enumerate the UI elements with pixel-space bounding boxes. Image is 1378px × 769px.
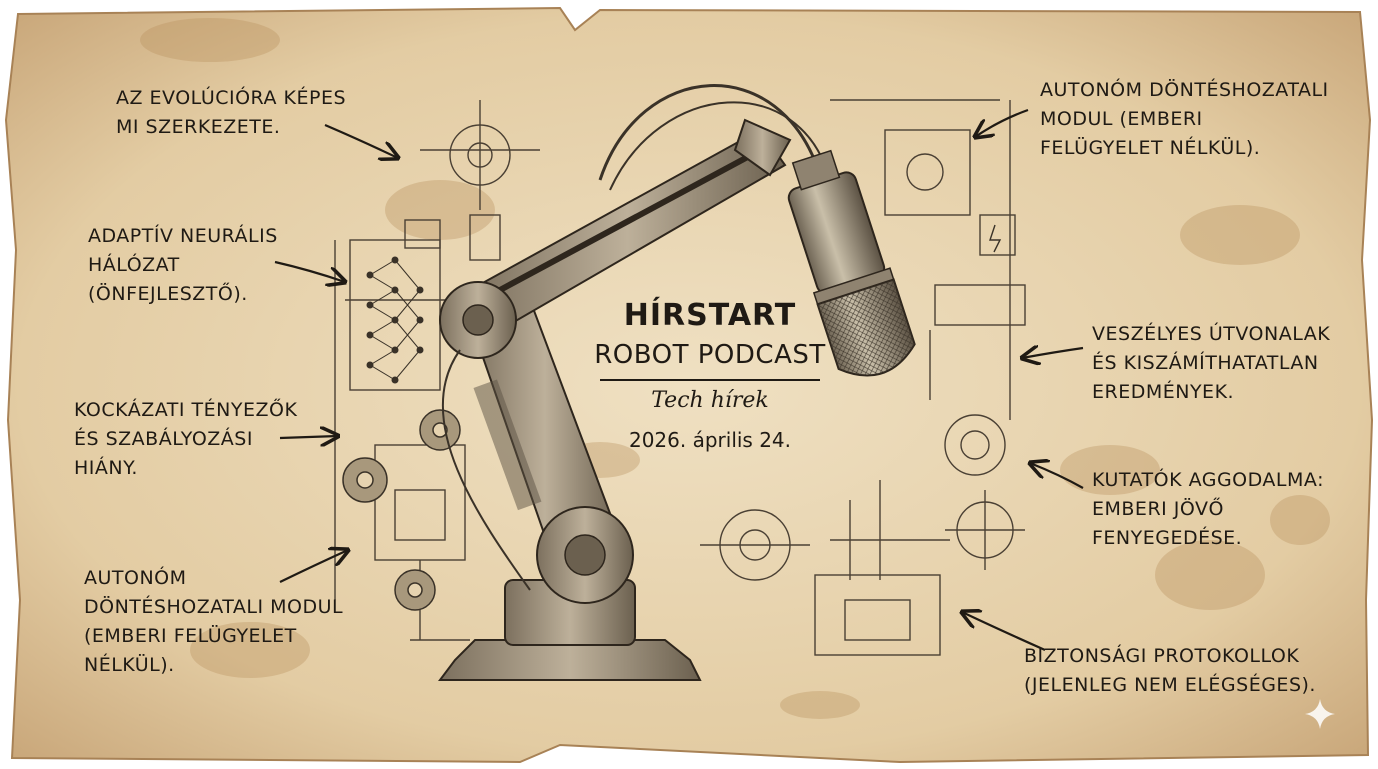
- annotation-neural-network: ADAPTÍV NEURÁLIS HÁLÓZAT (ÖNFEJLESZTŐ).: [88, 225, 278, 305]
- annotation-safety: BIZTONSÁGI PROTOKOLLOK (JELENLEG NEM ELÉ…: [1024, 645, 1316, 696]
- callout-arrows: [274, 108, 1084, 652]
- neural-network-icon: [366, 256, 424, 384]
- annotation-researchers: KUTATÓK AGGODALMA: EMBERI JÖVŐ FENYEGEDÉ…: [1092, 469, 1324, 549]
- podcast-date: 2026. április 24.: [628, 428, 792, 452]
- podcast-subtitle: ROBOT PODCAST: [594, 340, 826, 370]
- annotation-evolution: AZ EVOLÚCIÓRA KÉPES MI SZERKEZETE.: [116, 87, 347, 138]
- coffee-stains: [140, 18, 1330, 719]
- parchment: [4, 6, 1374, 764]
- robot-arm-icon: [438, 84, 831, 681]
- annotation-autonomous-right: AUTONÓM DÖNTÉSHOZATALI MODUL (EMBERI FEL…: [1040, 79, 1329, 159]
- schematic-right: [700, 99, 1026, 656]
- podcast-title: HÍRSTART: [623, 298, 797, 333]
- robot-base: [438, 639, 702, 681]
- microphone-icon: [787, 149, 916, 377]
- podcast-category: Tech hírek: [651, 388, 769, 413]
- sparkle-icon: [1305, 699, 1335, 729]
- annotation-risk: KOCKÁZATI TÉNYEZŐK ÉS SZABÁLYOZÁSI HIÁNY…: [74, 399, 298, 479]
- gear-icon: [342, 409, 461, 611]
- annotation-dangerous-paths: VESZÉLYES ÚTVONALAK ÉS KISZÁMÍTHATATLAN …: [1092, 323, 1331, 403]
- annotation-autonomous-left: AUTONÓM DÖNTÉSHOZATALI MODUL (EMBERI FEL…: [84, 567, 344, 676]
